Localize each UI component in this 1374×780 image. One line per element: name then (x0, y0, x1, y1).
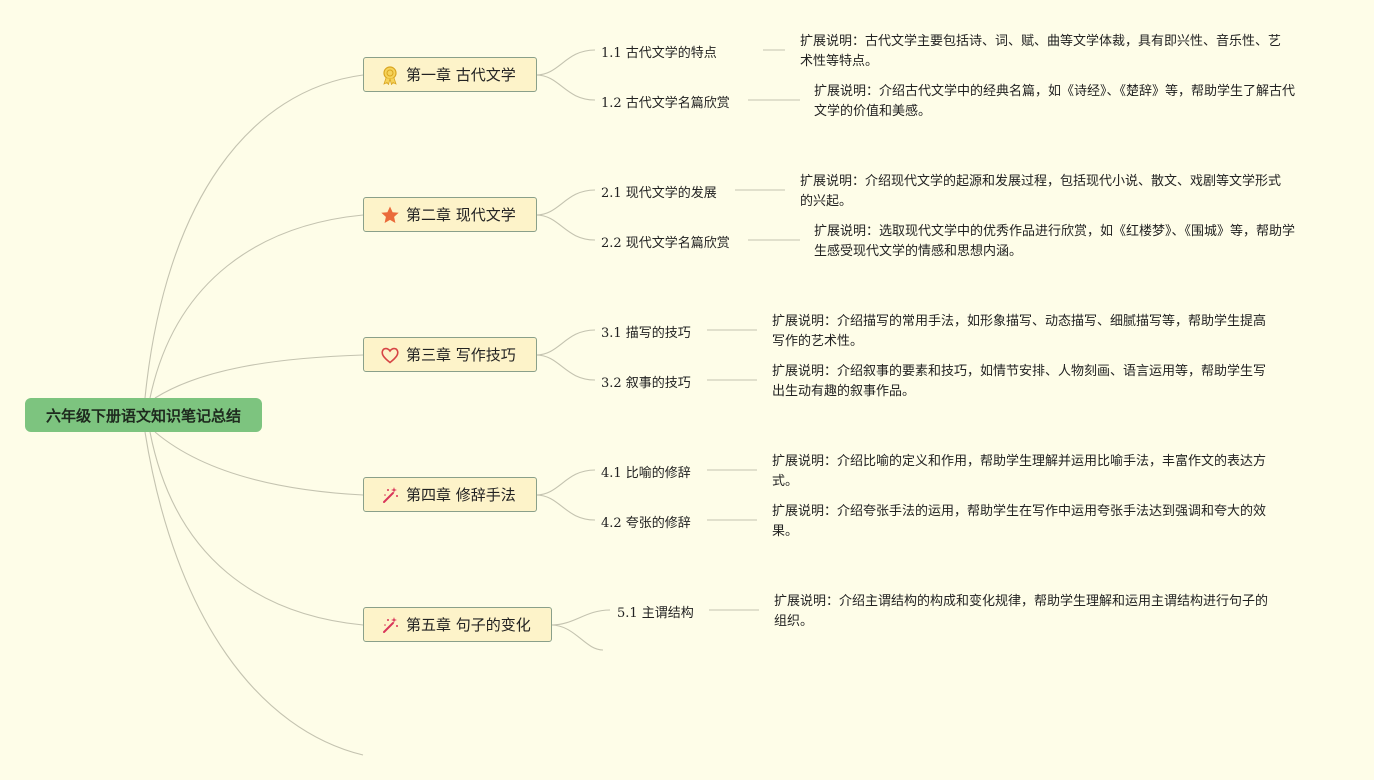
subtopic-2-2[interactable]: 2.2 现代文学名篇欣赏 (601, 236, 730, 251)
root-topic[interactable]: 六年级下册语文知识笔记总结 (25, 398, 262, 432)
subtopic-1-2-description[interactable]: 扩展说明：介绍古代文学中的经典名篇，如《诗经》、《楚辞》等，帮助学生了解古代文学… (814, 84, 1296, 119)
subtopic-1-1-description[interactable]: 扩展说明：古代文学主要包括诗、词、赋、曲等文学体裁，具有即兴性、音乐性、艺术性等… (800, 34, 1282, 69)
chapter-4-label: 第四章 修辞手法 (406, 486, 516, 504)
award-ribbon-icon (380, 65, 400, 85)
subtopic-5-1[interactable]: 5.1 主谓结构 (617, 606, 694, 621)
subtopic-3-2-description[interactable]: 扩展说明：介绍叙事的要素和技巧，如情节安排、人物刻画、语言运用等，帮助学生写出生… (772, 364, 1267, 399)
chapter-4-node[interactable]: 第四章 修辞手法 (363, 477, 537, 512)
subtopic-5-1-description[interactable]: 扩展说明：介绍主谓结构的构成和变化规律，帮助学生理解和运用主谓结构进行句子的组织… (774, 594, 1269, 629)
root-topic-label: 六年级下册语文知识笔记总结 (45, 406, 241, 425)
subtopic-2-1[interactable]: 2.1 现代文学的发展 (601, 186, 717, 201)
subtopic-3-1-description[interactable]: 扩展说明：介绍描写的常用手法，如形象描写、动态描写、细腻描写等，帮助学生提高写作… (772, 314, 1267, 349)
subtopic-4-2-description[interactable]: 扩展说明：介绍夸张手法的运用，帮助学生在写作中运用夸张手法达到强调和夸大的效果。 (772, 504, 1267, 539)
star-icon (380, 205, 400, 225)
subtopic-1-2[interactable]: 1.2 古代文学名篇欣赏 (601, 96, 730, 111)
chapter-3-label: 第三章 写作技巧 (406, 346, 516, 364)
chapter-5-node[interactable]: 第五章 句子的变化 (363, 607, 552, 642)
heart-icon (380, 345, 400, 365)
chapter-5-label: 第五章 句子的变化 (406, 616, 531, 634)
subtopic-4-1[interactable]: 4.1 比喻的修辞 (601, 466, 691, 481)
magic-wand-icon (380, 485, 400, 505)
subtopic-4-2[interactable]: 4.2 夸张的修辞 (601, 516, 691, 531)
subtopic-2-2-description[interactable]: 扩展说明：选取现代文学中的优秀作品进行欣赏，如《红楼梦》、《围城》等，帮助学生感… (814, 224, 1296, 259)
chapter-2-node[interactable]: 第二章 现代文学 (363, 197, 537, 232)
subtopic-1-1[interactable]: 1.1 古代文学的特点 (601, 46, 717, 61)
chapter-3-node[interactable]: 第三章 写作技巧 (363, 337, 537, 372)
chapter-2-label: 第二章 现代文学 (406, 206, 516, 224)
subtopic-3-1[interactable]: 3.1 描写的技巧 (601, 326, 691, 341)
chapter-1-label: 第一章 古代文学 (406, 66, 516, 84)
magic-wand-icon (380, 615, 400, 635)
subtopic-4-1-description[interactable]: 扩展说明：介绍比喻的定义和作用，帮助学生理解并运用比喻手法，丰富作文的表达方式。 (772, 454, 1267, 489)
subtopic-2-1-description[interactable]: 扩展说明：介绍现代文学的起源和发展过程，包括现代小说、散文、戏剧等文学形式的兴起… (800, 174, 1282, 209)
chapter-1-node[interactable]: 第一章 古代文学 (363, 57, 537, 92)
subtopic-3-2[interactable]: 3.2 叙事的技巧 (601, 376, 691, 391)
